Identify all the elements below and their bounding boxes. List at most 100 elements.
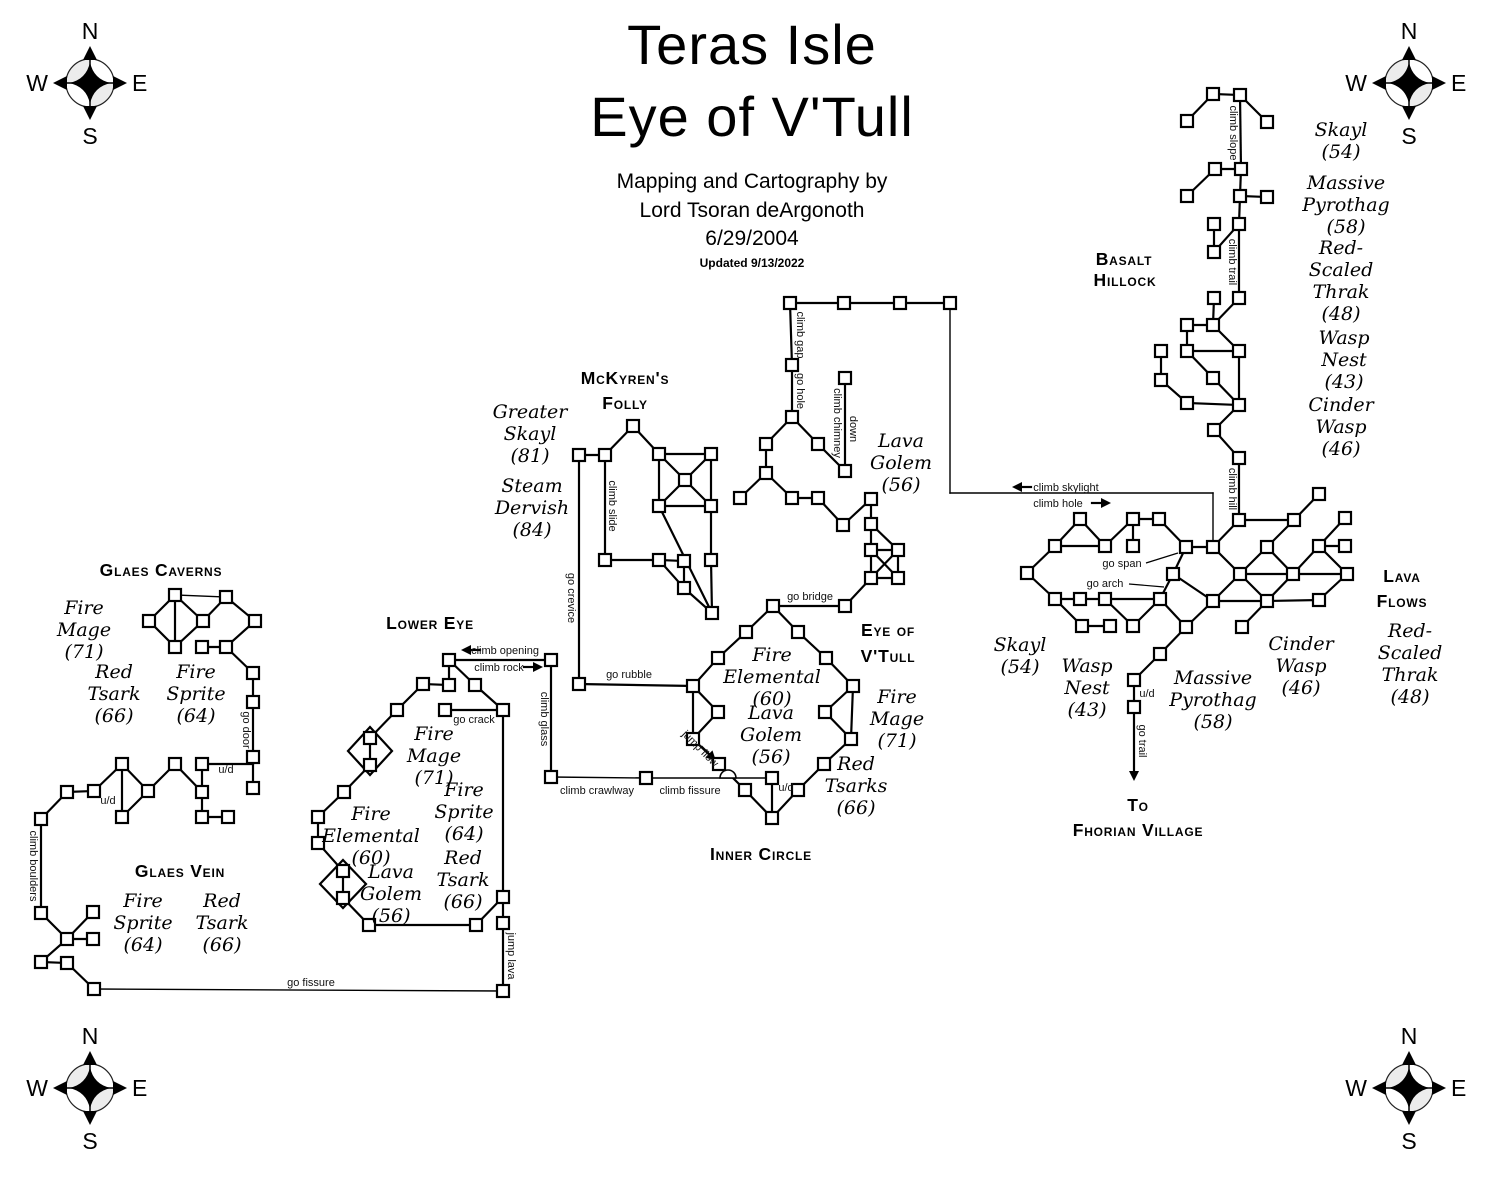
room-node xyxy=(437,702,453,718)
compass-e-label: E xyxy=(1451,70,1466,96)
compass-s-label: S xyxy=(82,123,97,149)
room-node xyxy=(415,676,431,692)
room-node xyxy=(845,678,861,694)
room-node xyxy=(1152,591,1168,607)
path-label: go hole xyxy=(794,373,806,409)
compass-west-arrow-icon xyxy=(53,1081,67,1095)
room-node xyxy=(1232,566,1248,582)
room-node xyxy=(1125,618,1141,634)
path-label: climb trail xyxy=(1226,239,1238,285)
room-node xyxy=(1102,618,1118,634)
room-node xyxy=(1285,566,1301,582)
room-node xyxy=(245,694,261,710)
room-node xyxy=(1259,114,1275,130)
path-label: go door xyxy=(240,711,252,749)
room-node xyxy=(1178,619,1194,635)
room-node xyxy=(1231,290,1247,306)
path-label: climb rock xyxy=(474,662,524,674)
room-node xyxy=(361,917,377,933)
room-node xyxy=(1179,317,1195,333)
room-node xyxy=(758,436,774,452)
room-node xyxy=(651,552,667,568)
room-node xyxy=(33,811,49,827)
compass-north-arrow-icon xyxy=(1402,46,1416,60)
creature-label: Skayl(54) xyxy=(1315,119,1368,163)
room-node xyxy=(837,598,853,614)
room-node xyxy=(1231,450,1247,466)
compass-e-label: E xyxy=(1451,1075,1466,1101)
compass-s-label: S xyxy=(1401,123,1416,149)
area-label: Fhorian Village xyxy=(1073,820,1204,840)
room-node xyxy=(1311,538,1327,554)
room-node xyxy=(571,447,587,463)
room-node xyxy=(167,639,183,655)
room-node xyxy=(1206,422,1222,438)
room-node xyxy=(362,757,378,773)
room-node xyxy=(732,490,748,506)
path-label: climb crawlway xyxy=(560,785,634,797)
room-node xyxy=(245,749,261,765)
room-node xyxy=(790,782,806,798)
room-node xyxy=(467,677,483,693)
compass-east-arrow-icon xyxy=(113,1081,127,1095)
room-node xyxy=(836,295,852,311)
area-label: Basalt xyxy=(1096,249,1153,269)
compass-south-arrow-icon xyxy=(83,1111,97,1125)
room-node xyxy=(220,809,236,825)
room-node xyxy=(1206,290,1222,306)
path-label: climb gap xyxy=(794,311,806,358)
room-node xyxy=(1126,699,1142,715)
label-pointer-lines xyxy=(1128,552,1179,588)
room-node xyxy=(758,465,774,481)
area-label: Lower Eye xyxy=(386,613,474,633)
room-node xyxy=(1259,539,1275,555)
compass-north-arrow-icon xyxy=(83,1051,97,1065)
compass-south-arrow-icon xyxy=(1402,106,1416,120)
room-node xyxy=(245,780,261,796)
room-node xyxy=(543,769,559,785)
room-node xyxy=(1072,591,1088,607)
room-node xyxy=(310,809,326,825)
path-label: go bridge xyxy=(787,591,833,603)
room-node xyxy=(837,463,853,479)
room-node xyxy=(892,295,908,311)
room-node xyxy=(59,931,75,947)
room-node xyxy=(335,890,351,906)
room-node xyxy=(1207,161,1223,177)
map-edges xyxy=(39,92,1349,993)
room-node xyxy=(335,863,351,879)
room-node xyxy=(597,447,613,463)
room-node xyxy=(863,516,879,532)
room-node xyxy=(1232,87,1248,103)
room-node xyxy=(676,580,692,596)
compass-star-icon xyxy=(69,62,111,104)
map-updated: Updated 9/13/2022 xyxy=(699,256,805,270)
path-label: climb boulders xyxy=(27,831,39,902)
room-node xyxy=(495,702,511,718)
path-label: u/d xyxy=(778,782,793,794)
compass-e-label: E xyxy=(132,1075,147,1101)
room-node xyxy=(59,784,75,800)
room-node xyxy=(495,915,511,931)
room-node xyxy=(1234,619,1250,635)
room-node xyxy=(310,835,326,851)
room-node xyxy=(817,704,833,720)
room-node xyxy=(1125,511,1141,527)
room-node xyxy=(1337,510,1353,526)
room-node xyxy=(1205,317,1221,333)
room-node xyxy=(114,756,130,772)
room-node xyxy=(625,418,641,434)
area-label: Lava xyxy=(1383,566,1420,586)
compass-south-arrow-icon xyxy=(1402,1111,1416,1125)
path-label: climb slope xyxy=(1227,105,1239,160)
compass-west-arrow-icon xyxy=(1372,1081,1386,1095)
area-label: Flows xyxy=(1377,591,1428,611)
